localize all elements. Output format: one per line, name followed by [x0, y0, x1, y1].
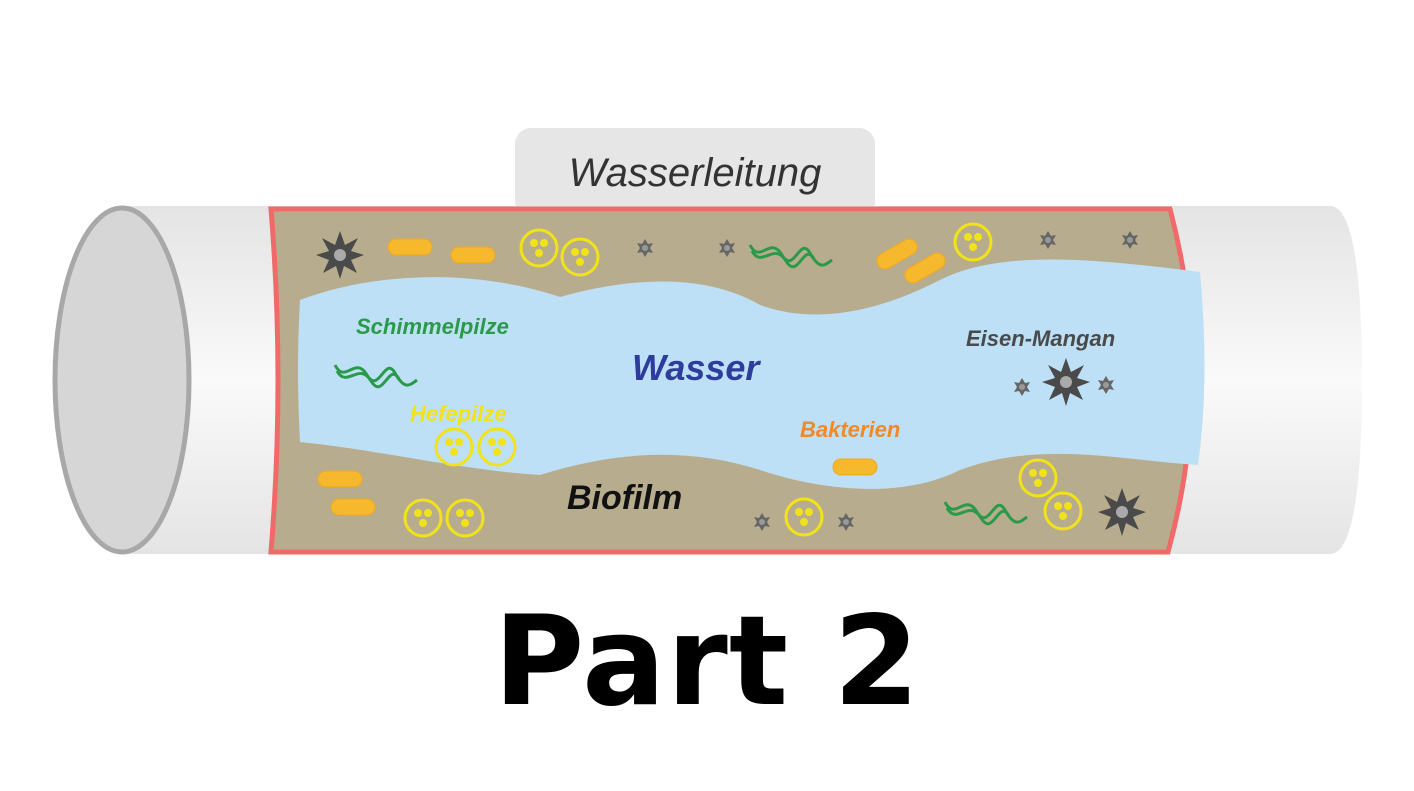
label-yeast: Hefepilze [410, 401, 507, 426]
title-tab-label: Wasserleitung [569, 151, 822, 195]
caption: Part 2 [493, 590, 921, 734]
label-mold: Schimmelpilze [356, 314, 509, 339]
water-flow [298, 259, 1205, 489]
label-water: Wasser [632, 347, 761, 388]
label-biofilm: Biofilm [567, 479, 682, 517]
label-bacteria: Bakterien [800, 417, 900, 442]
label-iron-manganese: Eisen-Mangan [966, 326, 1115, 351]
title-tab [515, 128, 875, 218]
pipe-opening [52, 205, 192, 555]
